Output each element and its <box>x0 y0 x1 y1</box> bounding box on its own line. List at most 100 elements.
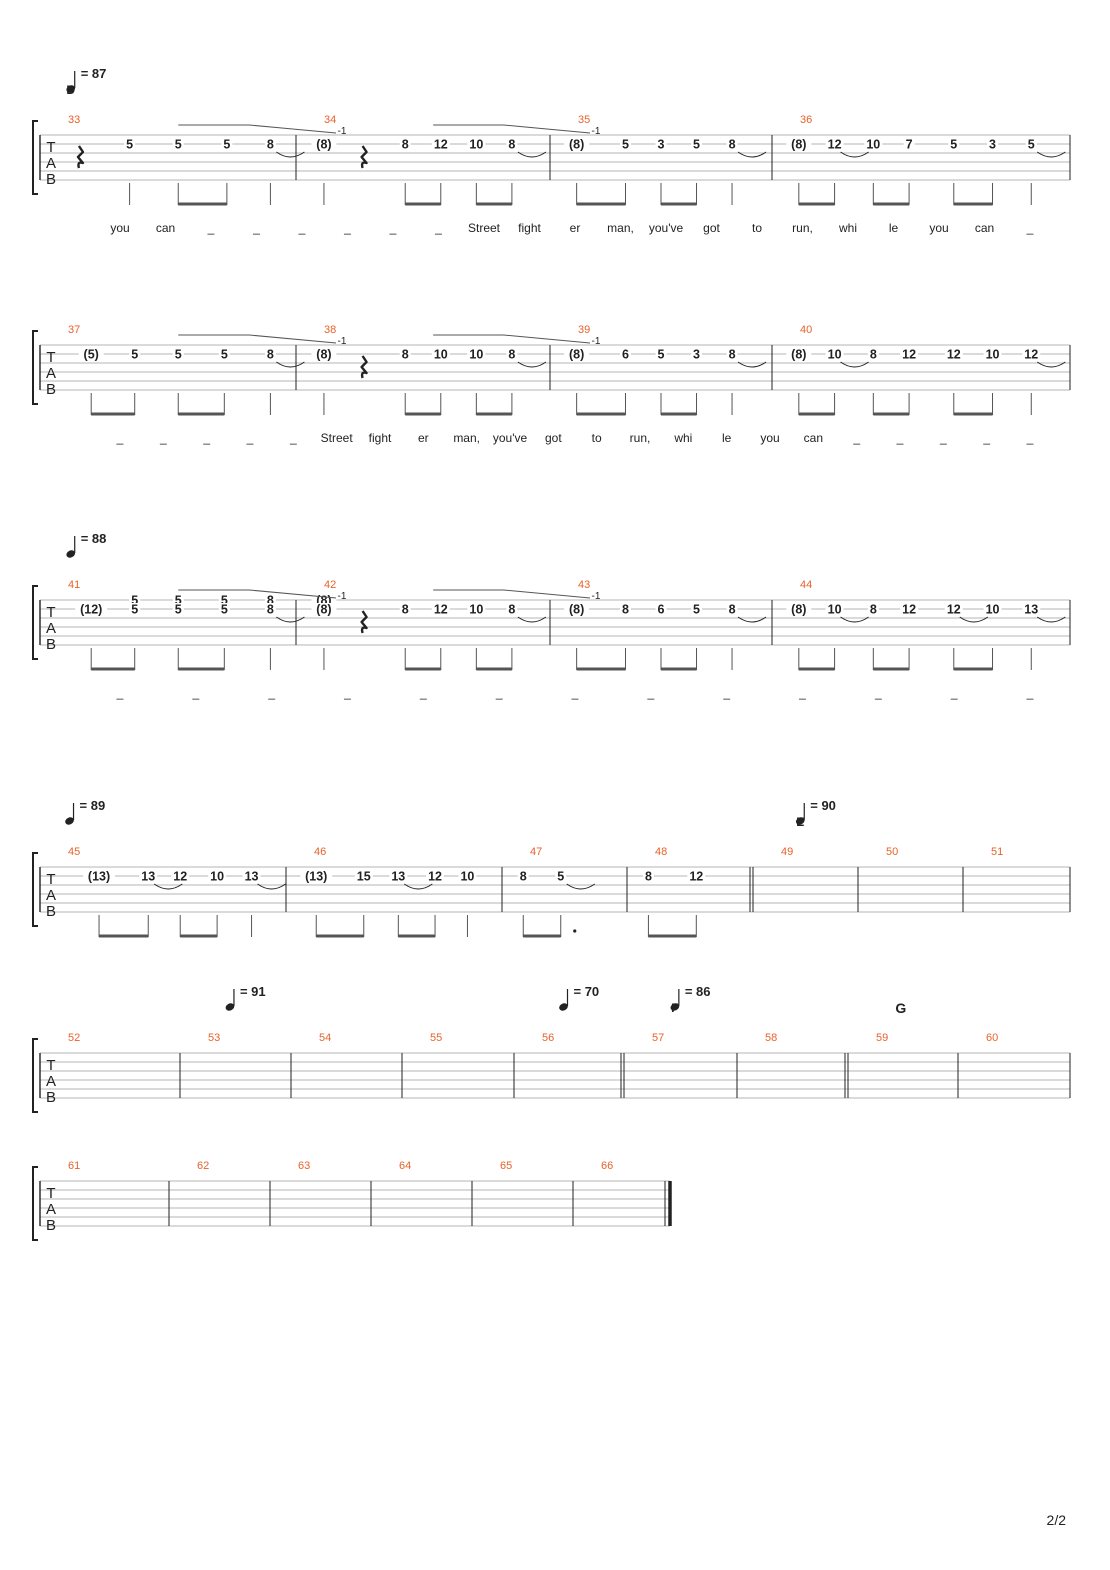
fret-background <box>944 603 963 615</box>
bend-line <box>178 589 337 599</box>
tie-arc <box>840 361 869 368</box>
fret-number: 5 <box>950 138 957 152</box>
lyric-syllable: _ <box>434 221 442 235</box>
fret-number: 8 <box>870 348 877 362</box>
fret-number: 8 <box>870 603 877 617</box>
lyric-syllable: _ <box>722 686 730 700</box>
measure-number: 66 <box>601 1160 613 1172</box>
fret-number: 12 <box>902 603 916 617</box>
fret-background <box>983 348 1002 360</box>
lyric-syllable: you've <box>649 221 684 235</box>
fret-background <box>506 603 518 615</box>
tempo-marking: = 87 <box>81 66 107 81</box>
fret-number: 7 <box>906 138 913 152</box>
lyric-syllable: _ <box>939 431 947 445</box>
fret-background <box>786 603 812 615</box>
tie-arc <box>1036 361 1066 368</box>
fret-background <box>1022 348 1041 360</box>
lyric-syllable: _ <box>982 431 990 445</box>
lyric-syllable: _ <box>343 686 351 700</box>
fret-number: 8 <box>645 870 652 884</box>
fret-background <box>218 348 230 360</box>
lyric-syllable: _ <box>571 686 579 700</box>
bend-amount: -1 <box>338 336 347 347</box>
measure-number: 50 <box>886 846 898 858</box>
lyric-syllable: er <box>418 431 429 445</box>
fret-background <box>564 603 590 615</box>
lyric-syllable: Street <box>321 431 354 445</box>
lyric-syllable: _ <box>207 221 215 235</box>
fret-number: 8 <box>267 348 274 362</box>
tab-clef-b: B <box>46 903 56 920</box>
system-bracket <box>32 120 38 195</box>
measure-number: 53 <box>208 1032 220 1044</box>
lyric-syllable: can <box>156 221 175 235</box>
fret-background <box>124 138 136 150</box>
tie-arc <box>276 361 305 368</box>
fret-number: 8 <box>267 603 274 617</box>
fret-number: 8 <box>508 603 515 617</box>
fret-background <box>264 138 276 150</box>
lyric-syllable: you <box>929 221 948 235</box>
fret-background <box>208 870 227 882</box>
lyric-syllable: run, <box>792 221 813 235</box>
fret-number: 12 <box>902 348 916 362</box>
bend-amount: -1 <box>338 591 347 602</box>
quarter-rest <box>360 610 368 634</box>
lyric-syllable: _ <box>116 686 124 700</box>
chord-symbol: F <box>671 1001 678 1015</box>
lyric-syllable: _ <box>298 221 306 235</box>
fret-background <box>987 138 999 150</box>
fret-background <box>354 870 373 882</box>
fret-number: 10 <box>469 603 483 617</box>
tie-arc <box>566 883 596 890</box>
fret-number: 8 <box>729 348 736 362</box>
fret-background <box>264 594 276 606</box>
fret-number: 15 <box>357 870 371 884</box>
fret-number: 10 <box>828 603 842 617</box>
fret-number: 8 <box>402 603 409 617</box>
fret-background <box>555 870 567 882</box>
fret-number: 5 <box>693 603 700 617</box>
fret-number: 8 <box>622 603 629 617</box>
fret-number: 5 <box>622 138 629 152</box>
fret-number: 8 <box>267 594 274 608</box>
lyric-syllable: can <box>975 221 994 235</box>
fret-number: 8 <box>729 138 736 152</box>
tempo-marking: = 70 <box>574 984 600 999</box>
fret-background <box>864 138 883 150</box>
fret-background <box>691 603 703 615</box>
fret-background <box>655 603 667 615</box>
fret-number: 10 <box>210 870 224 884</box>
tie-arc <box>737 151 767 158</box>
fret-number: 5 <box>131 603 138 617</box>
tab-clef-b: B <box>46 636 56 653</box>
fret-background <box>172 594 184 606</box>
tie-arc <box>517 616 547 623</box>
fret-number: (12) <box>80 603 102 617</box>
fret-background <box>311 348 337 360</box>
tab-clef-a: A <box>46 365 56 382</box>
fret-number: (8) <box>791 348 806 362</box>
fret-background <box>129 603 141 615</box>
tempo-marking: = 91 <box>240 984 266 999</box>
fret-background <box>467 138 486 150</box>
bend-amount: -1 <box>592 336 601 347</box>
fret-number: 8 <box>402 138 409 152</box>
quarter-rest <box>360 145 368 169</box>
fret-number: 10 <box>469 138 483 152</box>
measure-number: 45 <box>68 846 80 858</box>
fret-number: 5 <box>221 348 228 362</box>
fret-number: 5 <box>131 594 138 608</box>
fret-number: (13) <box>88 870 110 884</box>
tempo-marking: = 89 <box>80 798 106 813</box>
tab-clef-a: A <box>46 1073 56 1090</box>
fret-background <box>467 603 486 615</box>
lyric-syllable: _ <box>646 686 654 700</box>
tie-arc <box>737 616 767 623</box>
fret-background <box>564 138 590 150</box>
measure-number: 40 <box>800 324 812 336</box>
fret-number: 8 <box>508 348 515 362</box>
lyric-syllable: got <box>545 431 562 445</box>
fret-background <box>786 348 812 360</box>
